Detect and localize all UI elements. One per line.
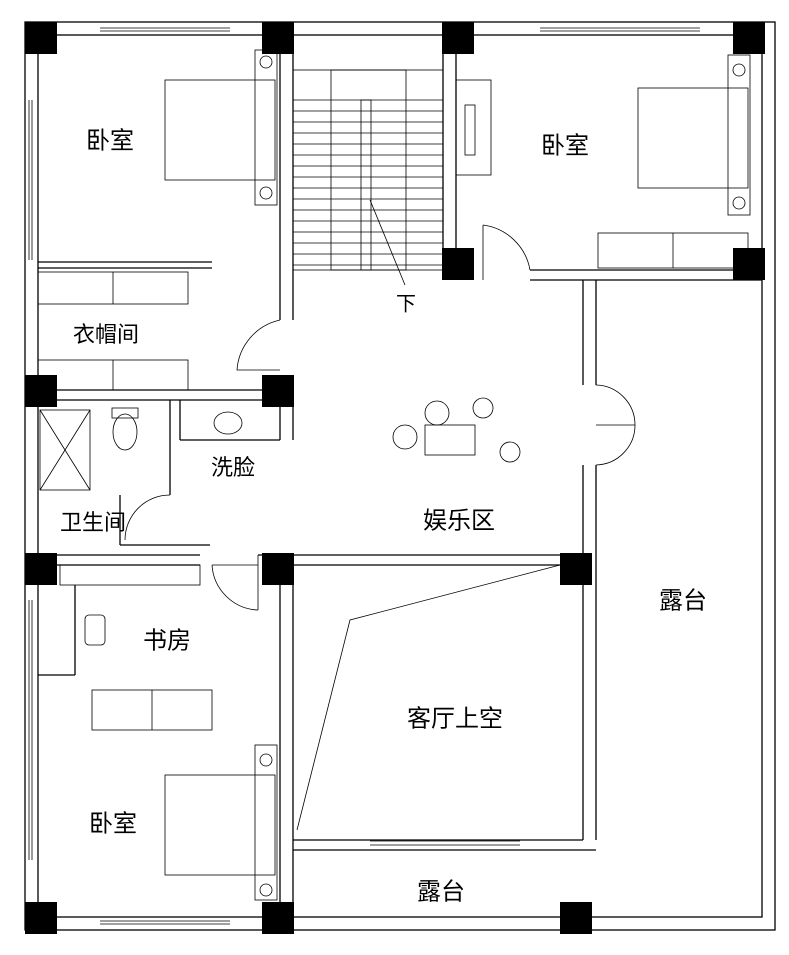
- column: [442, 248, 474, 280]
- column: [25, 902, 57, 934]
- windows: [28, 27, 700, 925]
- column: [262, 375, 294, 407]
- column: [262, 22, 294, 54]
- structural-columns: [25, 22, 765, 934]
- living-void-outline: [296, 564, 561, 831]
- room-label-entertainment: 娱乐区: [423, 506, 495, 535]
- column: [733, 22, 765, 54]
- column: [560, 553, 592, 585]
- room-label-study: 书房: [143, 626, 191, 655]
- room-label-terrace-bottom: 露台: [417, 877, 465, 906]
- fixtures: [39, 397, 521, 646]
- column: [442, 22, 474, 54]
- column: [25, 22, 57, 54]
- room-label-terrace-right: 露台: [659, 586, 707, 615]
- column: [733, 248, 765, 280]
- room-label-bedroom-top-left: 卧室: [86, 126, 134, 155]
- room-label-bathroom: 卫生间: [59, 511, 127, 536]
- staircase: [292, 69, 444, 286]
- room-label-living-void: 客厅上空: [407, 704, 503, 733]
- outer-walls: [24, 21, 776, 931]
- column: [25, 553, 57, 585]
- column: [262, 902, 294, 934]
- doors: [124, 224, 636, 611]
- room-label-cloakroom: 衣帽间: [72, 323, 140, 348]
- room-label-bedroom-top-right: 卧室: [541, 131, 589, 160]
- stair-down-label: 下: [396, 291, 416, 316]
- column: [560, 902, 592, 934]
- column: [25, 375, 57, 407]
- room-label-washroom: 洗脸: [210, 456, 256, 481]
- room-label-bedroom-bottom-left: 卧室: [89, 809, 137, 838]
- interior-walls: [38, 35, 762, 917]
- column: [262, 553, 294, 585]
